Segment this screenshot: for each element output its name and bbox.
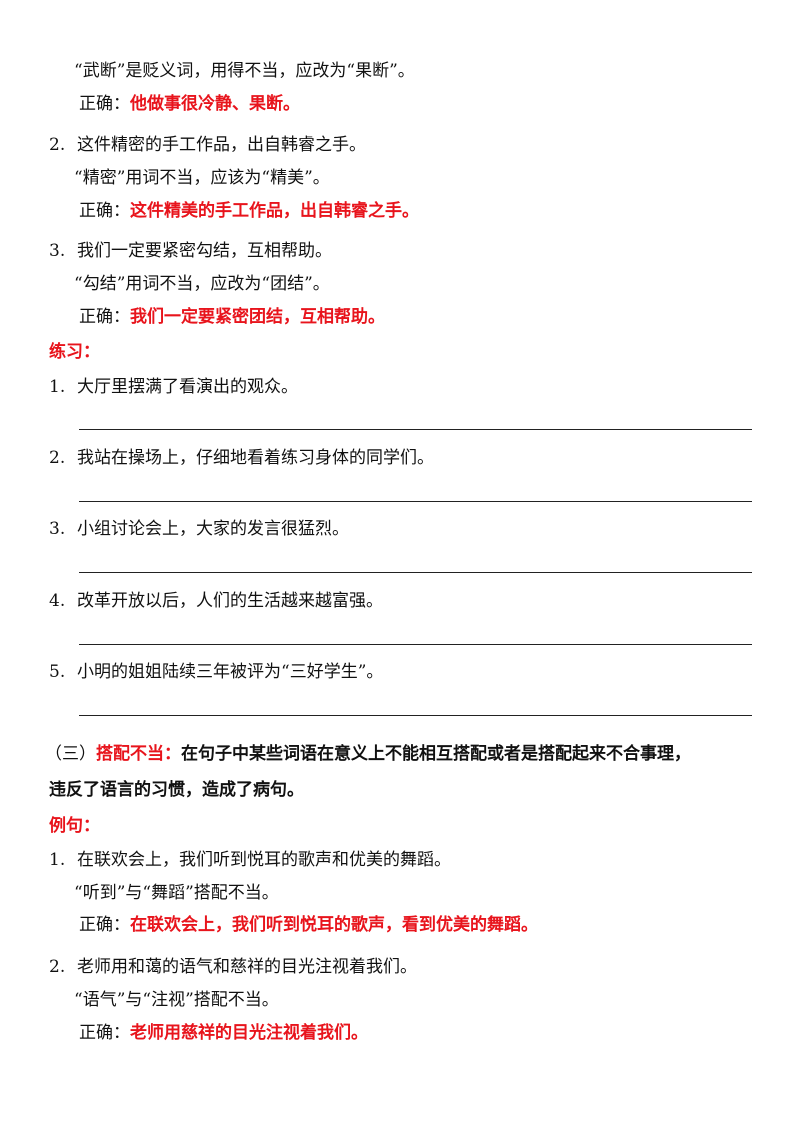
definition-line-2: 违反了语言的习惯，造成了病句。 xyxy=(49,780,304,800)
sentence-text: 在联欢会上，我们听到悦耳的歌声和优美的舞蹈。 xyxy=(77,850,451,870)
example-2-explanation: “精密”用词不当，应该为“精美”。 xyxy=(74,168,330,188)
item-number: 3. xyxy=(49,241,66,261)
sentence-text: 大厅里摆满了看演出的观众。 xyxy=(77,377,298,397)
answer-line-1[interactable] xyxy=(79,429,752,430)
correct-label: 正确： xyxy=(79,201,130,221)
correct-text: 老师用慈祥的目光注视着我们。 xyxy=(130,1023,368,1043)
example-1-correct: 正确：他做事很冷静、果断。 xyxy=(79,93,300,115)
item-number: 1. xyxy=(49,377,66,397)
examples-heading: 例句： xyxy=(49,816,100,836)
item-number: 3. xyxy=(49,519,66,539)
example-3-explanation: “勾结”用词不当，应改为“团结”。 xyxy=(74,274,330,294)
correct-label: 正确： xyxy=(79,307,130,327)
practice-item-4: 4. 改革开放以后，人们的生活越来越富强。 xyxy=(49,590,383,612)
sentence-text: 这件精密的手工作品，出自韩睿之手。 xyxy=(77,135,366,155)
example-3-correct: 正确：我们一定要紧密团结，互相帮助。 xyxy=(79,306,385,328)
item-number: 2. xyxy=(49,448,66,468)
answer-line-4[interactable] xyxy=(79,644,752,645)
example-2-sentence: 2. 这件精密的手工作品，出自韩睿之手。 xyxy=(49,134,366,156)
sentence-text: 老师用和蔼的语气和慈祥的目光注视着我们。 xyxy=(77,957,417,977)
correct-label: 正确： xyxy=(79,1023,130,1043)
section-title: 搭配不当： xyxy=(96,744,181,764)
correct-text: 这件精美的手工作品，出自韩睿之手。 xyxy=(130,201,419,221)
correct-text: 在联欢会上，我们听到悦耳的歌声，看到优美的舞蹈。 xyxy=(130,915,538,935)
example-2-correct: 正确：这件精美的手工作品，出自韩睿之手。 xyxy=(79,200,419,222)
section-3-example-1-sentence: 1. 在联欢会上，我们听到悦耳的歌声和优美的舞蹈。 xyxy=(49,849,451,871)
practice-heading: 练习： xyxy=(49,342,100,362)
section-3-example-2-sentence: 2. 老师用和蔼的语气和慈祥的目光注视着我们。 xyxy=(49,956,417,978)
item-number: 2. xyxy=(49,135,66,155)
item-number: 1. xyxy=(49,850,66,870)
sentence-text: 我站在操场上，仔细地看着练习身体的同学们。 xyxy=(77,448,434,468)
section-3-example-1-explanation: “听到”与“舞蹈”搭配不当。 xyxy=(74,883,279,903)
practice-item-1: 1. 大厅里摆满了看演出的观众。 xyxy=(49,376,298,398)
example-1-explanation: “武断”是贬义词，用得不当，应改为“果断”。 xyxy=(74,61,415,81)
section-3-example-2-explanation: “语气”与“注视”搭配不当。 xyxy=(74,990,279,1010)
correct-text: 他做事很冷静、果断。 xyxy=(130,94,300,114)
item-number: 4. xyxy=(49,591,66,611)
correct-label: 正确： xyxy=(79,915,130,935)
item-number: 5. xyxy=(49,662,66,682)
sentence-text: 我们一定要紧密勾结，互相帮助。 xyxy=(77,241,332,261)
section-3-definition: （三）搭配不当：在句子中某些词语在意义上不能相互搭配或者是搭配起来不合事理， xyxy=(45,743,691,765)
practice-item-2: 2. 我站在操场上，仔细地看着练习身体的同学们。 xyxy=(49,447,434,469)
practice-item-3: 3. 小组讨论会上，大家的发言很猛烈。 xyxy=(49,518,349,540)
practice-item-5: 5. 小明的姐姐陆续三年被评为“三好学生”。 xyxy=(49,661,383,683)
sentence-text: 改革开放以后，人们的生活越来越富强。 xyxy=(77,591,383,611)
section-prefix: （三） xyxy=(45,744,96,764)
item-number: 2. xyxy=(49,957,66,977)
definition-line-1: 在句子中某些词语在意义上不能相互搭配或者是搭配起来不合事理， xyxy=(181,744,691,764)
correct-label: 正确： xyxy=(79,94,130,114)
section-3-example-2-correct: 正确：老师用慈祥的目光注视着我们。 xyxy=(79,1022,368,1044)
answer-line-3[interactable] xyxy=(79,572,752,573)
sentence-text: 小组讨论会上，大家的发言很猛烈。 xyxy=(77,519,349,539)
correct-text: 我们一定要紧密团结，互相帮助。 xyxy=(130,307,385,327)
answer-line-2[interactable] xyxy=(79,501,752,502)
example-3-sentence: 3. 我们一定要紧密勾结，互相帮助。 xyxy=(49,240,332,262)
sentence-text: 小明的姐姐陆续三年被评为“三好学生”。 xyxy=(77,662,384,682)
answer-line-5[interactable] xyxy=(79,715,752,716)
section-3-example-1-correct: 正确：在联欢会上，我们听到悦耳的歌声，看到优美的舞蹈。 xyxy=(79,914,538,936)
